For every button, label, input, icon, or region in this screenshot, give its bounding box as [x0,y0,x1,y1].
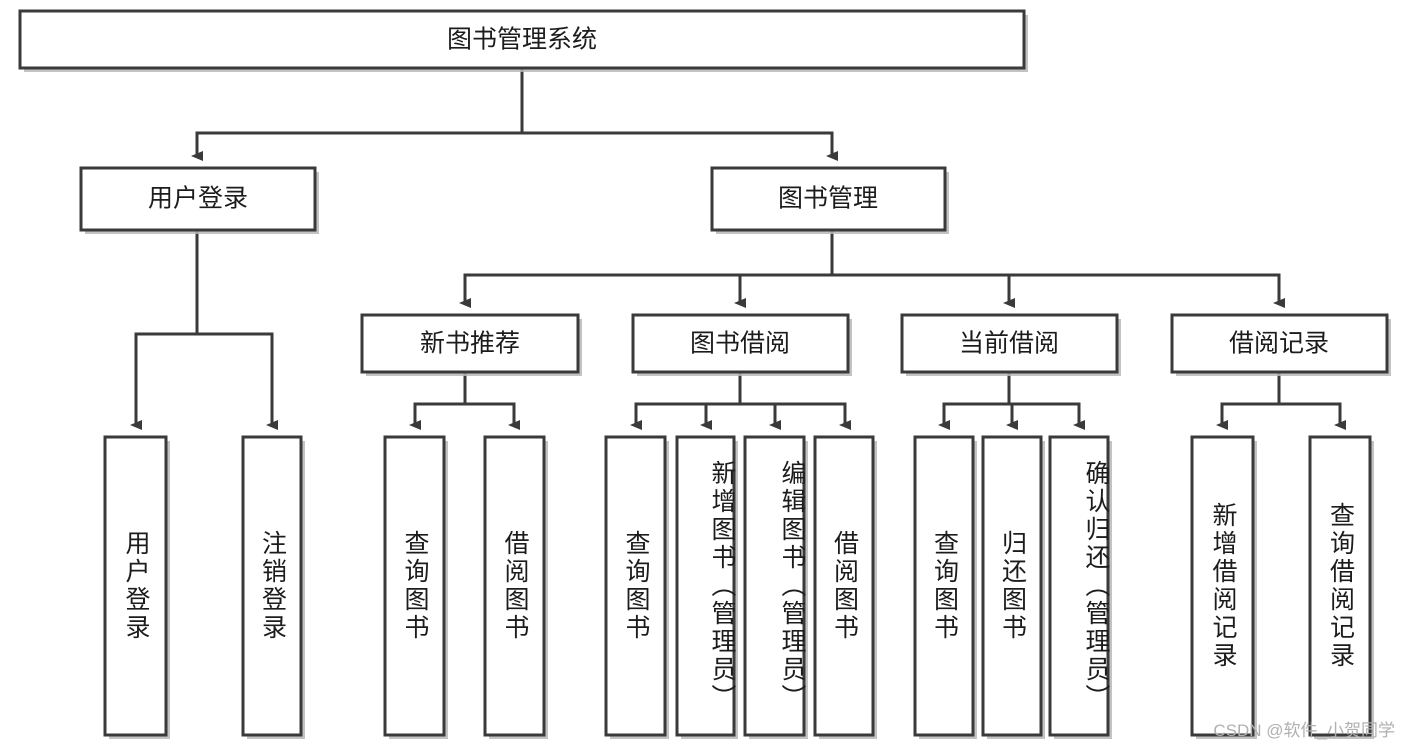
book-borrow-label: 图书借阅 [690,330,790,358]
node-box-book-manage[interactable] [710,166,947,232]
node-box-leaf-query-book-2[interactable] [604,435,667,737]
node-box-leaf-confirm-return[interactable] [1048,435,1110,737]
node-box-current-borrow[interactable] [900,313,1119,374]
node-box-leaf-borrow-book-1[interactable] [483,435,546,737]
edges-layer [130,66,1346,430]
node-box-leaf-query-record[interactable] [1308,435,1372,737]
node-box-leaf-return-book[interactable] [981,435,1043,737]
node-box-new-book-recommend[interactable] [360,313,580,374]
node-box-leaf-add-book[interactable] [675,435,736,737]
node-box-leaf-query-book-3[interactable] [913,435,975,737]
nodes-layer: 图书管理系统 用户登录 图书管理 新书推荐 图书借阅 当前借阅 借阅记录 [18,9,1391,739]
borrow-record-label: 借阅记录 [1229,330,1329,358]
new-book-recommend-label: 新书推荐 [420,330,520,358]
node-box-user-login[interactable] [79,166,317,232]
node-box-book-borrow[interactable] [631,313,850,374]
node-box-leaf-borrow-book-2[interactable] [813,435,875,737]
node-box-leaf-edit-book[interactable] [743,435,806,737]
current-borrow-label: 当前借阅 [959,330,1059,358]
node-box-borrow-record[interactable] [1170,313,1389,374]
user-login-label: 用户登录 [148,185,248,213]
node-box-leaf-user-logout[interactable] [241,435,303,737]
node-box-leaf-query-book-1[interactable] [383,435,446,737]
csdn-watermark: CSDN @软件_小贺同学 [1213,721,1395,740]
book-manage-label: 图书管理 [778,185,878,213]
node-box-root[interactable] [18,9,1026,70]
node-box-leaf-add-record[interactable] [1190,435,1255,737]
node-box-leaf-user-login[interactable] [103,435,168,737]
root-label: 图书管理系统 [447,26,597,54]
